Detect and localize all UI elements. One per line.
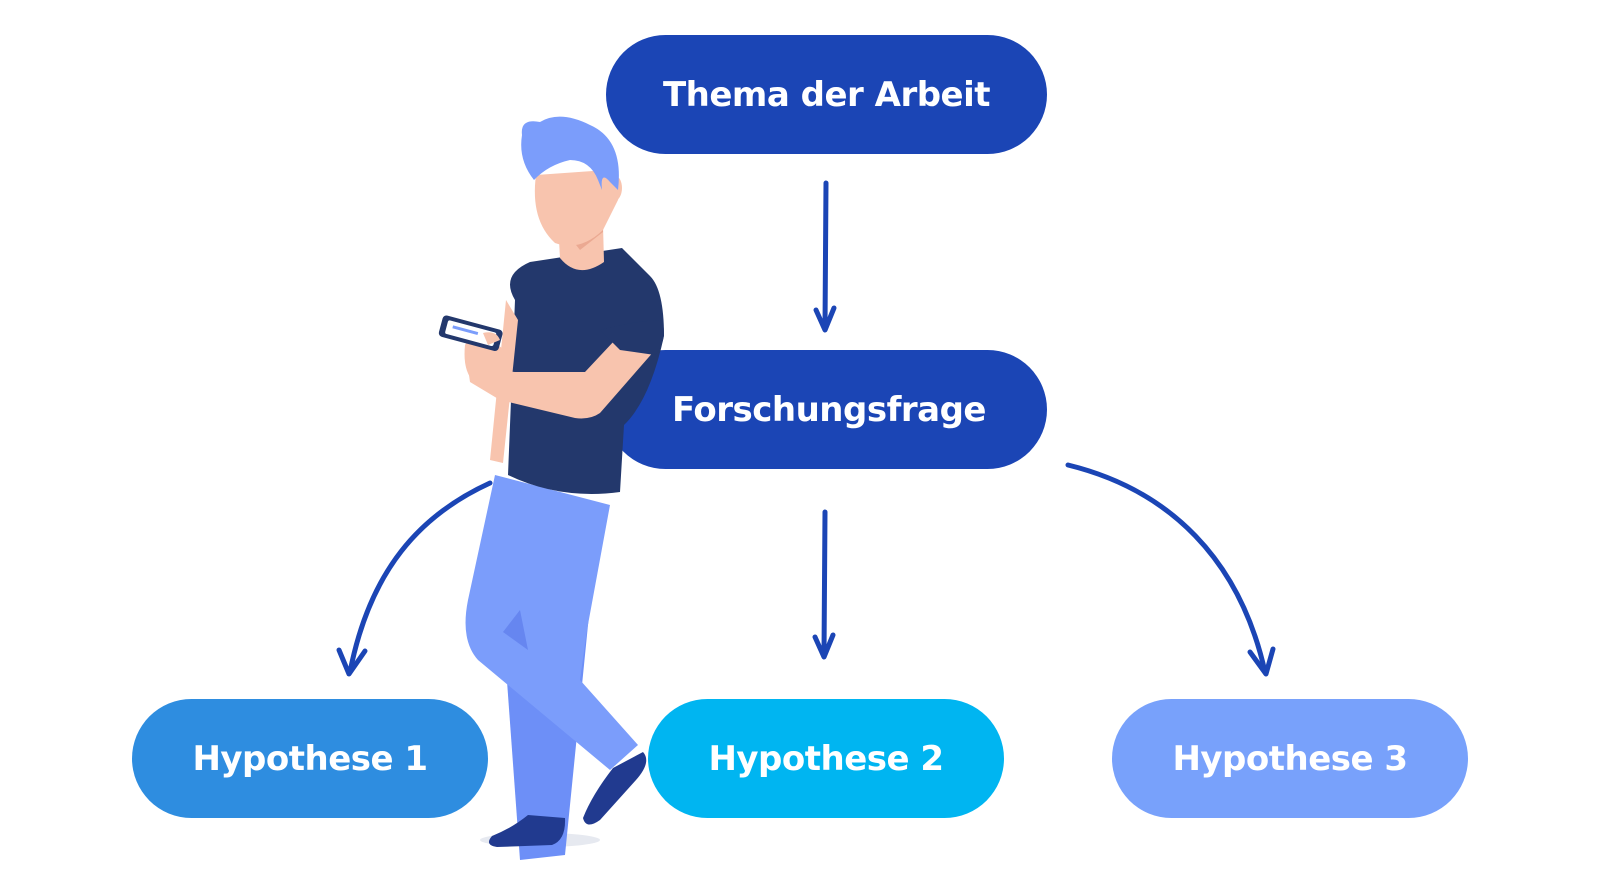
arrowhead-question-to-hypothesis3: [1247, 646, 1276, 677]
node-hypothesis-3: Hypothese 3: [1112, 699, 1468, 818]
arrow-question-to-hypothesis2: [821, 509, 828, 658]
node-research-question-label: Forschungsfrage: [672, 389, 986, 430]
node-hypothesis-2-label: Hypothese 2: [708, 738, 944, 779]
node-hypothesis-1: Hypothese 1: [132, 699, 488, 818]
arrowhead-question-to-hypothesis2: [812, 632, 836, 660]
node-hypothesis-2: Hypothese 2: [648, 699, 1004, 818]
node-topic: Thema der Arbeit: [606, 35, 1047, 154]
node-hypothesis-1-label: Hypothese 1: [192, 738, 428, 779]
arrow-topic-to-question: [822, 180, 829, 330]
arrowhead-question-to-hypothesis1: [336, 647, 368, 677]
arrow-question-to-hypothesis1: [347, 480, 493, 675]
arrow-question-to-hypothesis3: [1065, 462, 1268, 675]
node-research-question: Forschungsfrage: [606, 350, 1047, 469]
node-topic-label: Thema der Arbeit: [662, 74, 991, 115]
arrowhead-topic-to-question: [813, 305, 837, 333]
node-hypothesis-3-label: Hypothese 3: [1172, 738, 1408, 779]
